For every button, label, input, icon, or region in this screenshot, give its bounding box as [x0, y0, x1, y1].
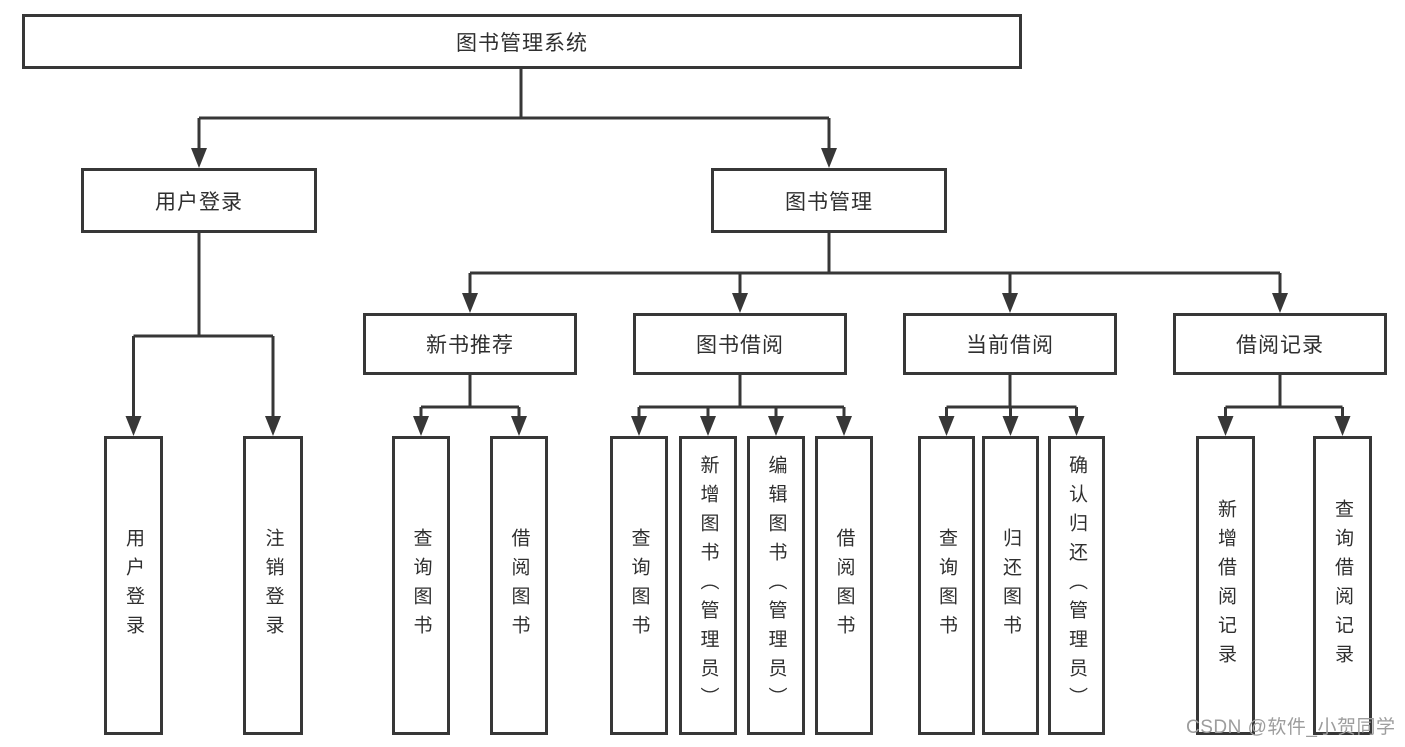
leaf-query-book-recommend: 查询图书 [392, 436, 450, 735]
leaf-confirm-return-admin: 确认归还（管理员） [1048, 436, 1105, 735]
leaf-query-borrow-record: 查询借阅记录 [1313, 436, 1372, 735]
leaf-add-borrow-record: 新增借阅记录 [1196, 436, 1255, 735]
leaf-edit-book-admin: 编辑图书（管理员） [747, 436, 805, 735]
node-user-login: 用户登录 [81, 168, 317, 233]
leaf-logout: 注销登录 [243, 436, 303, 735]
leaf-user-login: 用户登录 [104, 436, 163, 735]
node-borrow-records: 借阅记录 [1173, 313, 1387, 375]
node-library-system: 图书管理系统 [22, 14, 1022, 69]
node-book-management: 图书管理 [711, 168, 947, 233]
node-current-borrow: 当前借阅 [903, 313, 1117, 375]
node-new-book-recommend: 新书推荐 [363, 313, 577, 375]
leaf-borrow-book-recommend: 借阅图书 [490, 436, 548, 735]
leaf-query-book-borrow: 查询图书 [610, 436, 668, 735]
leaf-borrow-book: 借阅图书 [815, 436, 873, 735]
leaf-add-book-admin: 新增图书（管理员） [679, 436, 737, 735]
leaf-return-book: 归还图书 [982, 436, 1039, 735]
leaf-query-book-current: 查询图书 [918, 436, 975, 735]
watermark: CSDN @软件_小贺同学 [1186, 717, 1396, 738]
node-book-borrow: 图书借阅 [633, 313, 847, 375]
arrowheads [125, 148, 1351, 436]
